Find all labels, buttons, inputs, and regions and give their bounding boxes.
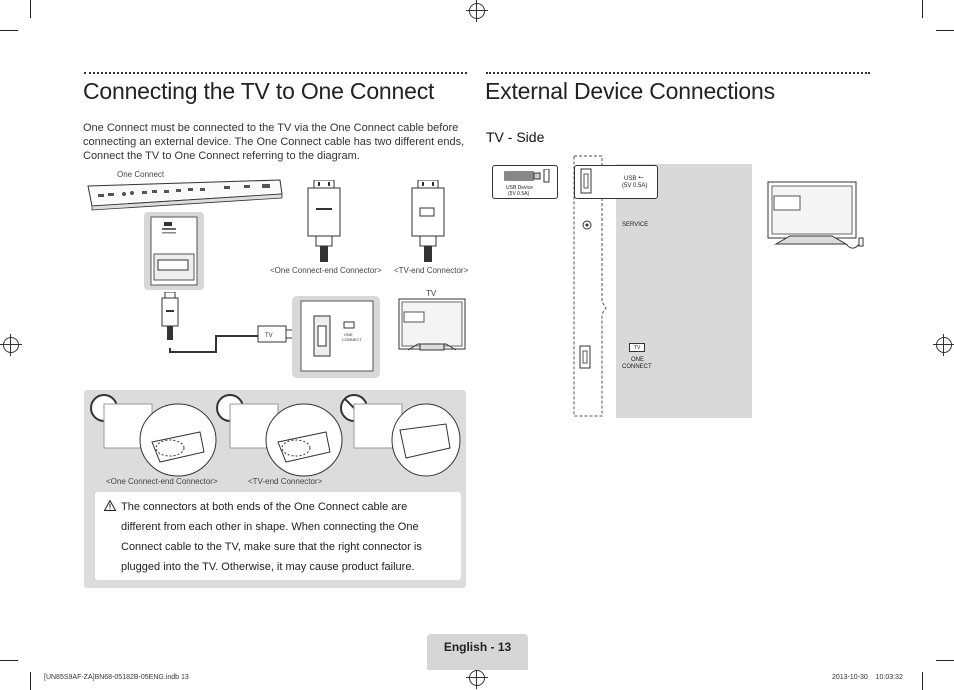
crop-mark	[30, 0, 31, 18]
usb-port-icon	[580, 168, 592, 194]
print-timestamp: 2013-10-30 10:03:32	[832, 674, 903, 681]
tv-label: TV	[426, 289, 437, 298]
bottom-one-connect-end-label: <One Connect-end Connector>	[106, 477, 218, 486]
one-connect-end-plug	[161, 292, 179, 340]
usb-symbol-icon: ⭠	[638, 174, 644, 181]
section-divider	[486, 72, 870, 74]
tv-port-label: TV	[634, 345, 641, 351]
crop-mark	[922, 672, 923, 690]
crop-mark	[30, 672, 31, 690]
warning-line-4: plugged into the TV. Otherwise, it may c…	[121, 561, 415, 573]
one-connect-cable	[169, 335, 260, 353]
tv-side-subtitle: TV - Side	[486, 129, 545, 145]
warning-note-box	[95, 492, 461, 580]
crop-mark	[922, 0, 923, 18]
usb-port-spec: (5V 0.5A)	[622, 183, 648, 189]
tv-rear-illustration	[767, 181, 864, 249]
incorrect-insertion-image	[353, 403, 461, 477]
usb-device-icon	[504, 169, 550, 183]
one-connect-end-connector-image	[307, 180, 341, 262]
side-panel-background	[616, 164, 752, 418]
file-info: [UN85S9AF-ZA]BN68-05182B-05ENG.indb 13	[44, 674, 189, 681]
crop-mark	[936, 30, 954, 31]
bottom-tv-end-label: <TV-end Connector>	[248, 477, 323, 486]
tv-end-plug-horizontal: TV	[257, 325, 295, 343]
crop-mark	[0, 30, 18, 31]
registration-mark-icon	[466, 0, 488, 22]
usb-port-label: USB	[624, 176, 637, 182]
page-number-tab: English - 13	[427, 634, 528, 670]
usb-device-spec: (5V 0.5A)	[508, 191, 530, 197]
left-section-title: Connecting the TV to One Connect	[83, 78, 435, 104]
one-connect-end-connector-label: <One Connect-end Connector>	[270, 266, 382, 275]
page-number-label: English - 13	[443, 640, 512, 654]
crop-mark	[0, 660, 18, 661]
tv-end-connector-label: <TV-end Connector>	[394, 266, 469, 275]
registration-mark-icon	[466, 667, 488, 689]
warning-line-2: different from each other in shape. When…	[121, 521, 419, 533]
registration-mark-icon	[933, 334, 954, 356]
one-connect-label: One Connect	[117, 170, 165, 179]
tv-port-closeup: ONE CONNECT	[300, 300, 374, 372]
one-connect-box-diagram	[87, 179, 283, 211]
one-connect-port-closeup	[150, 216, 198, 286]
tv-back-diagram	[398, 298, 466, 351]
one-connect-port-label-2: CONNECT	[622, 364, 652, 370]
tv-end-insertion-image	[229, 403, 343, 477]
left-intro-text: One Connect must be connected to the TV …	[83, 122, 465, 162]
warning-triangle-icon	[104, 500, 116, 511]
warning-line-3: Connect cable to the TV, make sure that …	[121, 541, 422, 553]
crop-mark	[936, 660, 954, 661]
right-section-title: External Device Connections	[485, 78, 775, 104]
tv-label-icon	[629, 343, 645, 352]
svg-text:CONNECT: CONNECT	[342, 337, 362, 342]
service-port-label: SERVICE	[622, 222, 649, 228]
usb-device-label: USB Device	[506, 185, 533, 191]
section-divider	[84, 72, 467, 74]
svg-text:TV: TV	[265, 333, 273, 339]
svg-text:ONE: ONE	[344, 332, 353, 337]
tv-end-connector-image	[411, 180, 445, 262]
one-connect-end-insertion-image	[103, 403, 217, 477]
warning-line-1: The connectors at both ends of the One C…	[121, 501, 408, 513]
one-connect-port-label-1: ONE	[631, 357, 645, 363]
registration-mark-icon	[0, 334, 22, 356]
